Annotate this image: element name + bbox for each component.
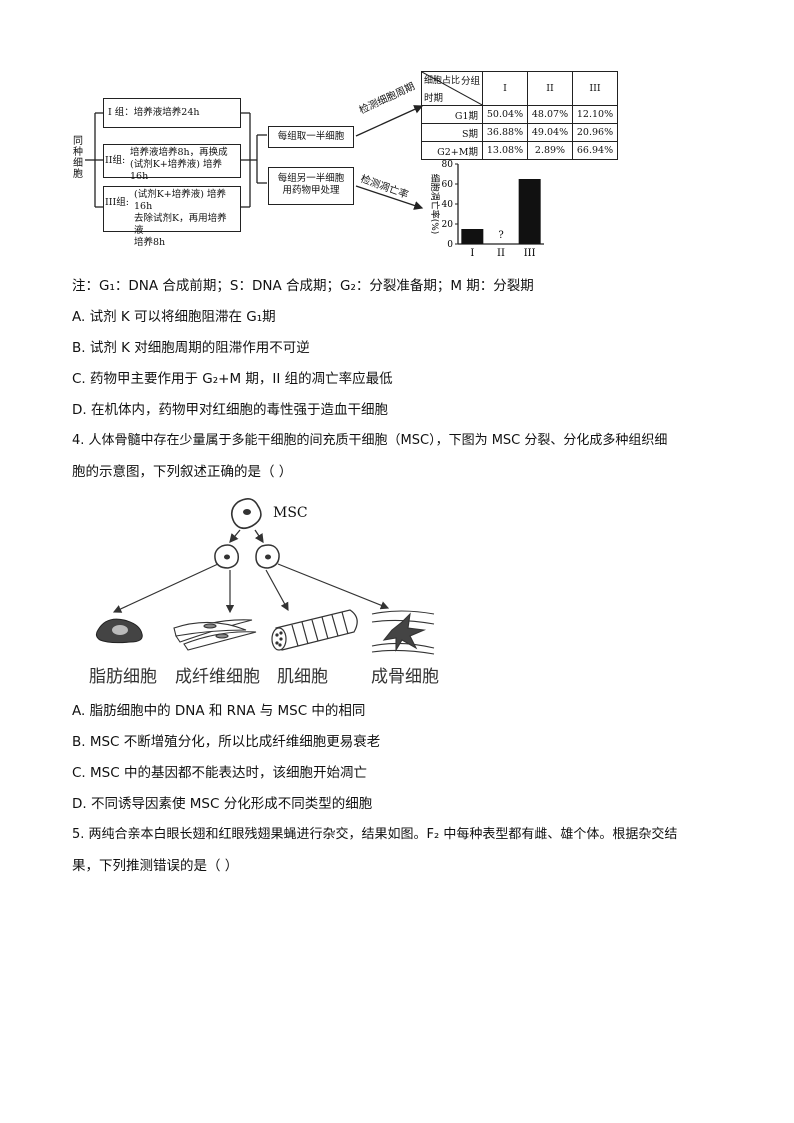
q5-stem-line2: 果，下列推测错误的是（ ） bbox=[72, 858, 239, 874]
group-3-box: III组: (试剂K+培养液) 培养16h 去除试剂K，再用培养液 培养8h bbox=[103, 186, 241, 248]
table-row: S期 36.88% 49.04% 20.96% bbox=[421, 123, 618, 142]
bar-1 bbox=[461, 229, 484, 244]
q3-option-a: A. 试剂 K 可以将细胞阻滞在 G₁期 bbox=[72, 309, 276, 325]
msc-label: MSC bbox=[273, 505, 308, 521]
bar-3 bbox=[518, 179, 541, 244]
msc-diagram bbox=[95, 498, 435, 655]
fat-cell-label: 脂肪细胞 bbox=[89, 667, 157, 687]
group-1-box: I 组：培养液培养24h bbox=[103, 98, 241, 128]
q4-stem-line2: 胞的示意图，下列叙述正确的是（ ） bbox=[72, 464, 293, 480]
vertical-label: 同种细胞 bbox=[73, 136, 83, 180]
q4-option-a: A. 脂肪细胞中的 DNA 和 RNA 与 MSC 中的相同 bbox=[72, 703, 366, 719]
y-tick-label: 20 bbox=[442, 220, 454, 230]
q3-option-c: C. 药物甲主要作用于 G₂+M 期，II 组的凋亡率应最低 bbox=[72, 371, 393, 387]
q4-option-d: D. 不同诱导因素使 MSC 分化形成不同类型的细胞 bbox=[72, 796, 373, 812]
q3-option-b: B. 试剂 K 对细胞周期的阻滞作用不可逆 bbox=[72, 340, 310, 356]
fibroblast-label: 成纤维细胞 bbox=[175, 667, 260, 687]
diagram-arrows bbox=[355, 105, 424, 210]
y-tick-label: 60 bbox=[442, 180, 454, 190]
y-tick-label: 40 bbox=[442, 200, 454, 210]
table-header: III bbox=[572, 71, 618, 106]
bracket-lines bbox=[85, 112, 267, 208]
cell-cycle-table: 分组 细胞占比 时期 I II III G1期 50.04% 48.07% 12… bbox=[421, 71, 618, 160]
y-tick-label: 0 bbox=[447, 240, 453, 250]
drug-treatment-box: 每组另一半细胞 用药物甲处理 bbox=[268, 167, 354, 205]
muscle-cell-label: 肌细胞 bbox=[277, 667, 328, 687]
muscle-fiber-icon bbox=[271, 609, 358, 651]
q5-stem-line1: 5. 两纯合亲本白眼长翅和红眼残翅果蝇进行杂交，结果如图。F₂ 中每种表型都有雌… bbox=[72, 827, 678, 842]
note-line: 注：G₁：DNA 合成前期；S：DNA 合成期；G₂：分裂准备期；M 期：分裂期 bbox=[72, 278, 534, 294]
table-header: II bbox=[527, 71, 573, 106]
table-corner: 分组 细胞占比 时期 bbox=[421, 71, 484, 106]
q4-option-c: C. MSC 中的基因都不能表达时，该细胞开始凋亡 bbox=[72, 765, 367, 781]
x-tick-label: I bbox=[470, 248, 474, 259]
unknown-marker: ? bbox=[498, 230, 503, 241]
y-axis-label: 细胞凋亡率(%) bbox=[429, 174, 441, 235]
osteoblast-label: 成骨细胞 bbox=[371, 667, 439, 687]
fibroblast-icon bbox=[173, 619, 257, 651]
y-tick-label: 80 bbox=[442, 160, 454, 170]
half-cells-box: 每组取一半细胞 bbox=[268, 126, 354, 148]
q4-stem-line1: 4. 人体骨髓中存在少量属于多能干细胞的间充质干细胞（MSC），下图为 MSC … bbox=[72, 433, 668, 448]
x-tick-label: II bbox=[497, 248, 505, 259]
osteoblast-icon bbox=[371, 610, 435, 655]
table-header: I bbox=[482, 71, 528, 106]
q4-option-b: B. MSC 不断增殖分化，所以比成纤维细胞更易衰老 bbox=[72, 734, 381, 750]
x-tick-label: III bbox=[524, 248, 536, 259]
group-2-box: II组: 培养液培养8h，再换成 (试剂K+培养液) 培养16h bbox=[103, 144, 241, 182]
table-row: G2+M期 13.08% 2.89% 66.94% bbox=[421, 141, 618, 160]
q3-option-d: D. 在机体内，药物甲对红细胞的毒性强于造血干细胞 bbox=[72, 402, 388, 418]
table-row: G1期 50.04% 48.07% 12.10% bbox=[421, 105, 618, 124]
